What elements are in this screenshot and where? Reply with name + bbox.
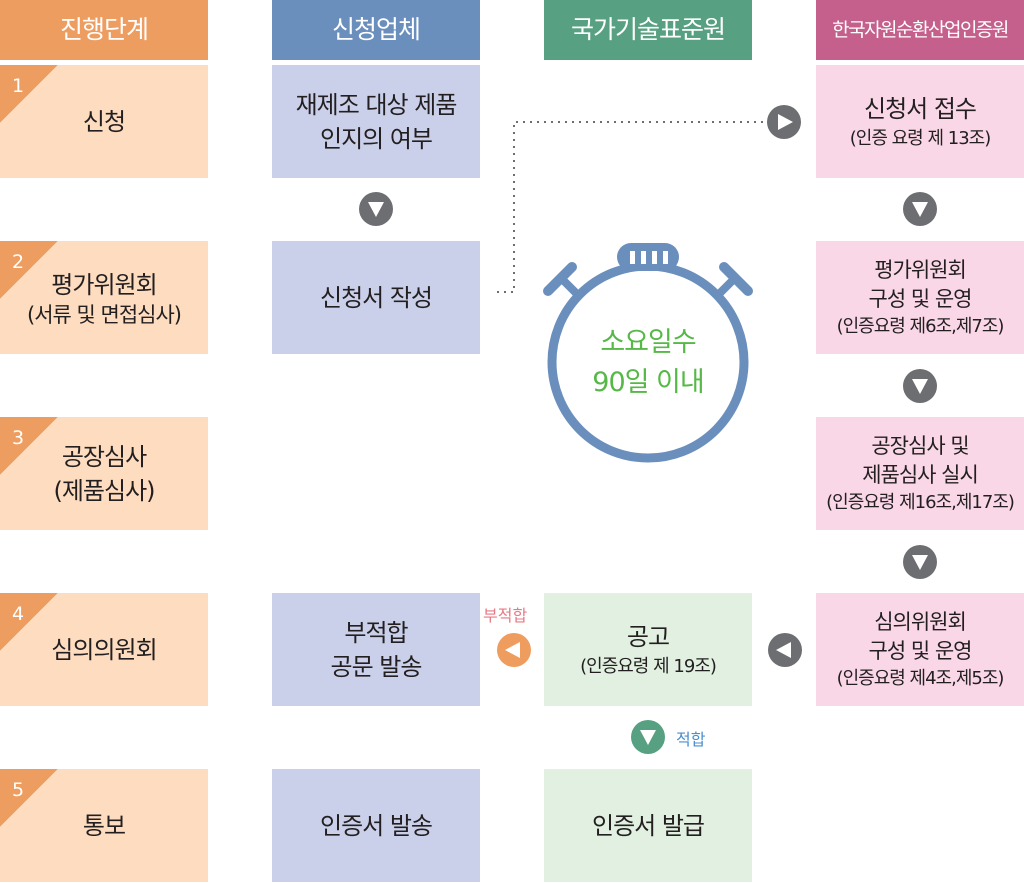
stage-number-text: 2 bbox=[12, 251, 24, 273]
stage-label: 평가위원회 bbox=[51, 270, 157, 299]
stage-number: 5 bbox=[0, 769, 58, 827]
stage-label: 신청 bbox=[82, 107, 126, 136]
text: 부적합 bbox=[344, 618, 408, 647]
header-label: 신청업체 bbox=[331, 15, 421, 44]
text: 공장심사 및 bbox=[871, 433, 969, 458]
stage-1: 1 신청 bbox=[0, 65, 208, 178]
stopwatch-crown bbox=[617, 243, 679, 271]
stage-sub: (서류 및 면접심사) bbox=[27, 302, 182, 327]
arrow-left-fail-icon bbox=[497, 633, 531, 667]
text: (인증요령 제4조,제5조) bbox=[836, 667, 1005, 689]
stage-number-text: 4 bbox=[12, 603, 24, 625]
applicant-send-cert: 인증서 발송 bbox=[272, 769, 480, 882]
text: 인증서 발송 bbox=[319, 811, 433, 840]
text: 구성 및 운영 bbox=[868, 638, 973, 663]
stage-2: 2 평가위원회 (서류 및 면접심사) bbox=[0, 241, 208, 354]
stage-number-text: 1 bbox=[12, 75, 24, 97]
arrow-down-icon bbox=[903, 545, 937, 579]
text: 신청서 접수 bbox=[863, 94, 977, 123]
header-applicant: 신청업체 bbox=[272, 0, 480, 60]
applicant-write: 신청서 작성 bbox=[272, 241, 480, 354]
stage-number: 1 bbox=[0, 65, 58, 123]
arrow-down-icon bbox=[359, 192, 393, 226]
text: (인증요령 제16조,제17조) bbox=[826, 491, 1015, 513]
header-label: 한국자원순환산업인증원 bbox=[832, 19, 1009, 41]
text: 공고 bbox=[626, 622, 670, 651]
text: (인증요령 제6조,제7조) bbox=[836, 315, 1005, 337]
arrow-down-pass-icon bbox=[631, 720, 665, 754]
stage-number-text: 3 bbox=[12, 427, 24, 449]
timer-text: 소요일수 90일 이내 bbox=[560, 320, 736, 406]
stage-label: 심의의원회 bbox=[51, 635, 157, 664]
text: 심의위원회 bbox=[874, 609, 967, 634]
arrow-right-icon bbox=[767, 105, 801, 139]
stage-number: 2 bbox=[0, 241, 58, 299]
text: 공문 발송 bbox=[330, 652, 423, 681]
text: 구성 및 운영 bbox=[868, 286, 973, 311]
stage-sub: (제품심사) bbox=[53, 476, 155, 505]
dotted-connector bbox=[497, 121, 766, 293]
header-label: 진행단계 bbox=[59, 15, 149, 44]
header-korea: 한국자원순환산업인증원 bbox=[816, 0, 1024, 60]
arrow-down-icon bbox=[903, 369, 937, 403]
text: (인증 요령 제 13조) bbox=[849, 127, 991, 149]
arrow-left-icon bbox=[768, 633, 802, 667]
stage-label: 통보 bbox=[82, 811, 126, 840]
header-label: 국가기술표준원 bbox=[570, 15, 726, 44]
fail-label: 부적합 bbox=[483, 606, 528, 625]
text: 90일 이내 bbox=[592, 367, 704, 398]
text: 제품심사 실시 bbox=[862, 462, 979, 487]
text: 재제조 대상 제품 bbox=[295, 90, 458, 119]
stage-4: 4 심의의원회 bbox=[0, 593, 208, 706]
text: 인증서 발급 bbox=[591, 811, 705, 840]
stage-number: 3 bbox=[0, 417, 58, 475]
kats-issue-cert: 인증서 발급 bbox=[544, 769, 752, 882]
text: 소요일수 bbox=[600, 327, 696, 358]
stage-3: 3 공장심사 (제품심사) bbox=[0, 417, 208, 530]
korea-receive: 신청서 접수 (인증 요령 제 13조) bbox=[816, 65, 1024, 178]
kats-announce: 공고 (인증요령 제 19조) bbox=[544, 593, 752, 706]
stage-5: 5 통보 bbox=[0, 769, 208, 882]
text: 인지의 여부 bbox=[319, 124, 433, 153]
header-kats: 국가기술표준원 bbox=[544, 0, 752, 60]
stage-label: 공장심사 bbox=[61, 442, 147, 471]
stage-number-text: 5 bbox=[12, 779, 24, 801]
pass-label: 적합 bbox=[676, 730, 706, 749]
header-stage: 진행단계 bbox=[0, 0, 208, 60]
text: (인증요령 제 19조) bbox=[580, 655, 717, 677]
stage-number: 4 bbox=[0, 593, 58, 651]
text: 평가위원회 bbox=[874, 257, 967, 282]
arrow-down-icon bbox=[903, 192, 937, 226]
text: 신청서 작성 bbox=[319, 283, 433, 312]
